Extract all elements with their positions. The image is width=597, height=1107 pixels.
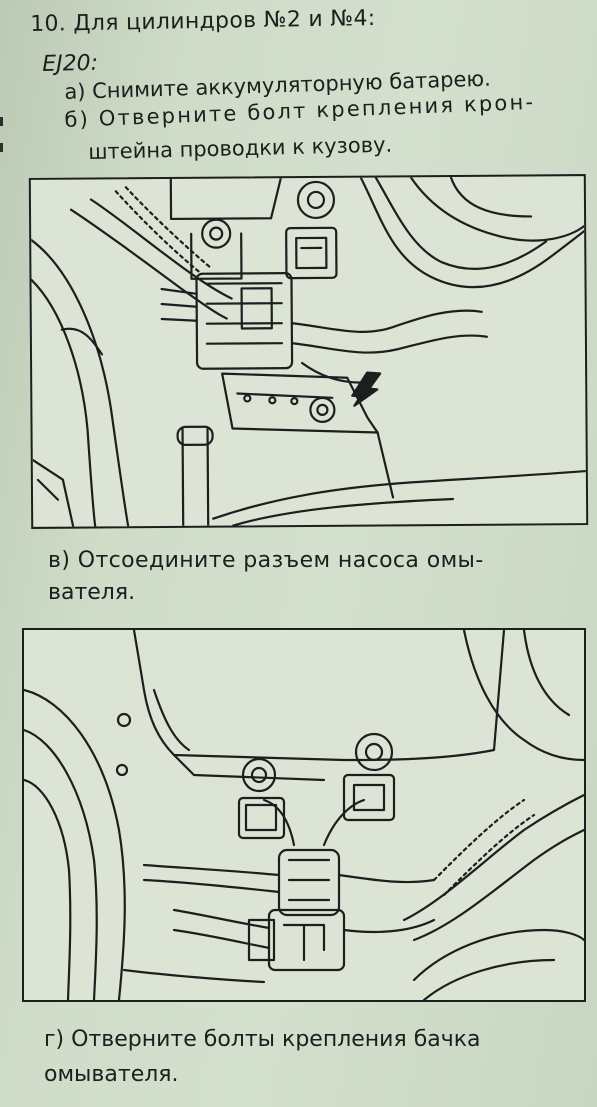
step-b-text-line2: штейна проводки к кузову. [88,132,393,164]
figure-1-engine-bay [28,174,589,529]
margin-mark [0,117,3,126]
step-heading: 10. Для цилиндров №2 и №4: [30,5,376,37]
hose-left-outer [30,238,130,527]
hose-left-outer [24,688,126,1000]
hose-left-inner [30,278,97,527]
margin-mark [0,143,3,152]
step-g-text-line2: омывателя. [44,1062,179,1087]
figure-2-washer-pump [22,628,586,1002]
step-v-text-line2: вателя. [48,580,136,605]
engine-model-label: EJ20: [42,50,99,77]
step-g-text-line1: г) Отверните болты крепления бачка [44,1027,481,1052]
harness-left [69,208,228,320]
pointer-arrow-icon [351,371,382,407]
step-v-text-line1: в) Отсоедините разъем насоса омы- [48,548,484,573]
